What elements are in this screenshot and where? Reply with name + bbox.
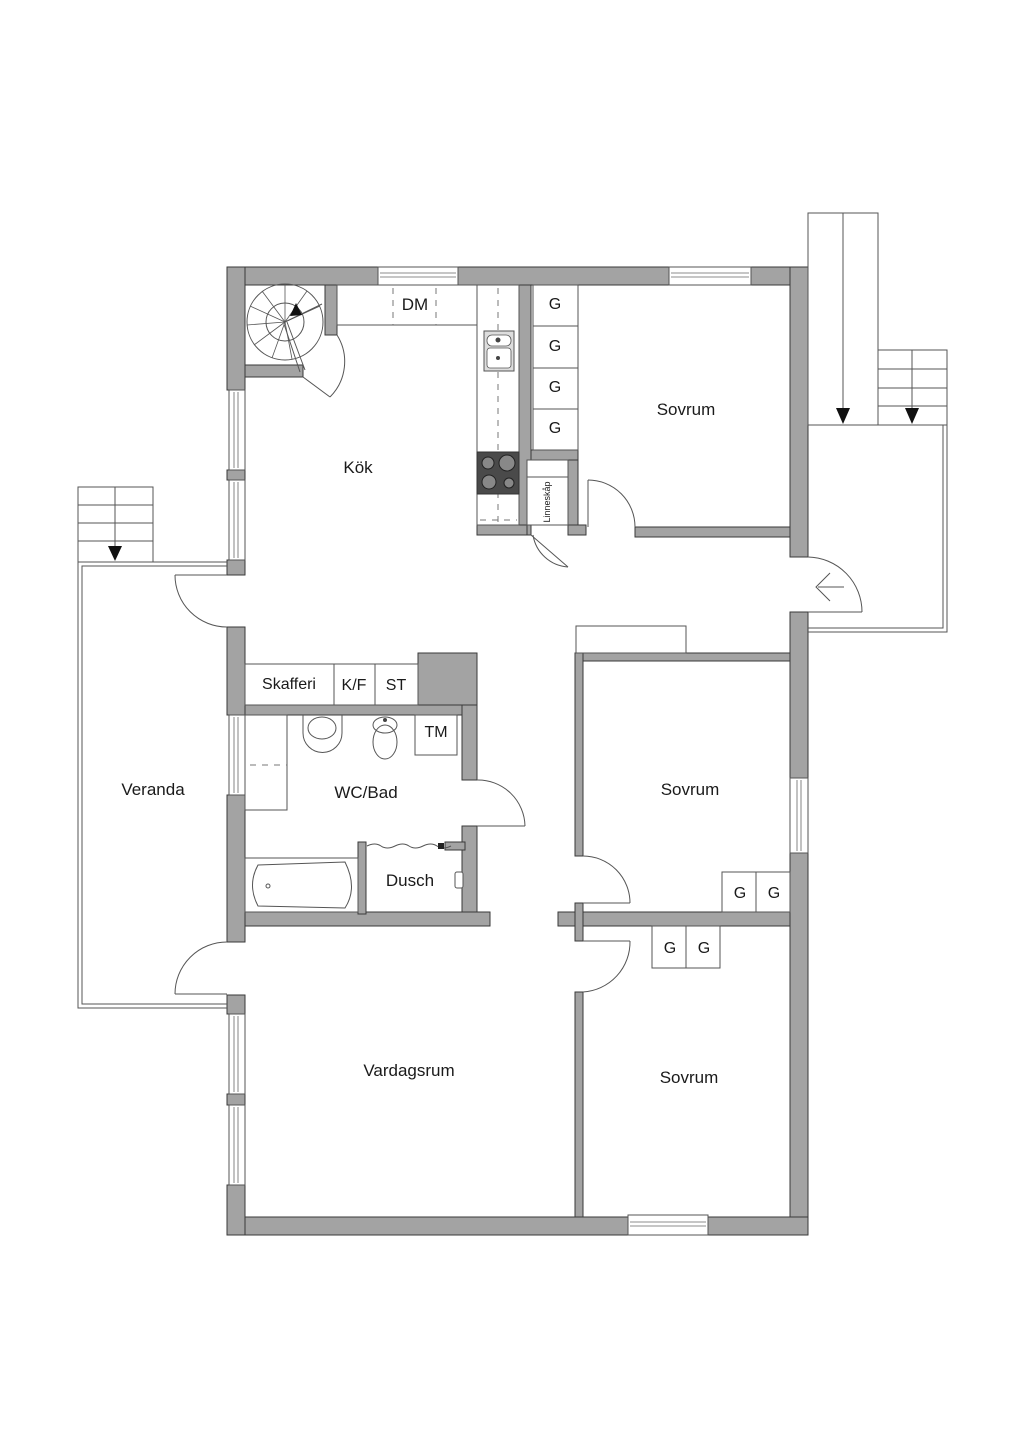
door-swing-icon [302, 334, 346, 398]
window-icon [228, 479, 246, 561]
window-icon [377, 266, 459, 286]
stove-icon [476, 451, 520, 495]
window-icon [627, 1214, 709, 1236]
veranda-outline [77, 486, 227, 1009]
bathroom-fixtures [244, 663, 464, 913]
wardrobes-sovrum-2-3 [575, 625, 791, 969]
toilet-icon [372, 716, 398, 760]
wardrobe-label: G [697, 940, 711, 957]
room-label-kok: Kök [343, 458, 373, 477]
door-swing-icon [174, 941, 228, 995]
fixture-label-dm: DM [401, 295, 429, 314]
fixture-label-skafferi: Skafferi [262, 676, 316, 693]
shower-icon [366, 843, 464, 889]
fixture-label-st: ST [385, 677, 407, 694]
wardrobe-label: G [548, 338, 562, 355]
room-label-veranda: Veranda [121, 780, 185, 799]
door-swing-icon [582, 855, 631, 904]
spiral-stair-icon [246, 283, 324, 373]
wardrobe-label: G [733, 885, 747, 902]
stair-down-arrow-icon [905, 408, 919, 424]
door-swing-icon [582, 940, 631, 993]
room-label-wc-bad: WC/Bad [334, 783, 398, 802]
windows [228, 266, 809, 1236]
fixture-label-tm: TM [424, 724, 448, 741]
door-swing-icon [530, 534, 569, 568]
window-icon [228, 714, 246, 796]
doors [174, 334, 863, 995]
wardrobe-label: G [548, 379, 562, 396]
wardrobe-label: G [548, 420, 562, 437]
door-swing-icon [174, 574, 228, 628]
wardrobe-label: G [663, 940, 677, 957]
window-icon [789, 777, 809, 854]
entrance-arrow-icon [815, 572, 844, 602]
room-label-sovrum-3: Sovrum [659, 1068, 719, 1087]
sink-icon [483, 330, 515, 372]
door-swing-icon [476, 779, 526, 827]
door-swing-icon [807, 556, 863, 613]
door-swing-icon [587, 479, 636, 528]
window-icon [668, 266, 752, 286]
room-label-sovrum-2: Sovrum [660, 780, 720, 799]
entrance-landing [807, 212, 948, 633]
stair-down-arrow-icon [836, 408, 850, 424]
wardrobe-label: G [548, 296, 562, 313]
fixture-label-linneskap: Linneskåp [542, 481, 552, 523]
window-icon [228, 389, 246, 471]
wardrobe-label: G [767, 885, 781, 902]
room-label-sovrum-1: Sovrum [656, 400, 716, 419]
room-label-vardagsrum: Vardagsrum [363, 1061, 455, 1080]
kitchen-fixtures [336, 284, 520, 526]
fixture-label-kf: K/F [341, 677, 367, 694]
bathtub-icon [252, 861, 352, 909]
washbasin-icon [302, 715, 343, 753]
window-icon [228, 1104, 246, 1186]
stair-down-arrow-icon [108, 546, 122, 561]
window-icon [228, 1013, 246, 1095]
room-label-dusch: Dusch [385, 871, 435, 890]
wardrobes-sovrum-1 [526, 284, 579, 526]
